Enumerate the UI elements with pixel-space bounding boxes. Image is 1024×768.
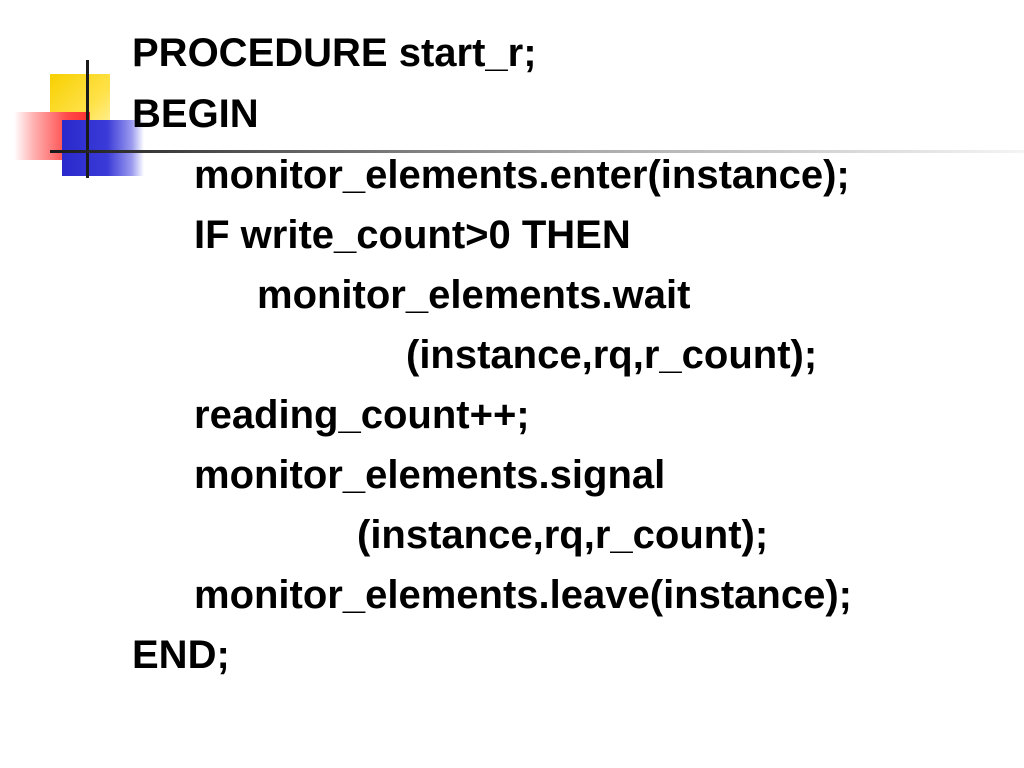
code-line-wait-args: (instance,rq,r_count); [406,333,818,377]
code-line-signal-args: (instance,rq,r_count); [357,513,769,557]
decorative-logo [0,0,160,190]
code-line-wait: monitor_elements.wait [257,273,691,317]
horizontal-rule [50,150,1024,153]
code-line-end: END; [132,633,230,677]
blue-square [62,120,144,176]
vertical-rule [86,60,89,178]
code-line-procedure: PROCEDURE start_r; [132,31,537,75]
code-line-signal: monitor_elements.signal [194,453,666,497]
code-line-increment: reading_count++; [194,393,530,437]
code-line-begin: BEGIN [132,92,259,136]
code-line-enter: monitor_elements.enter(instance); [194,153,850,197]
code-line-if: IF write_count>0 THEN [194,213,631,257]
code-line-leave: monitor_elements.leave(instance); [194,573,852,617]
